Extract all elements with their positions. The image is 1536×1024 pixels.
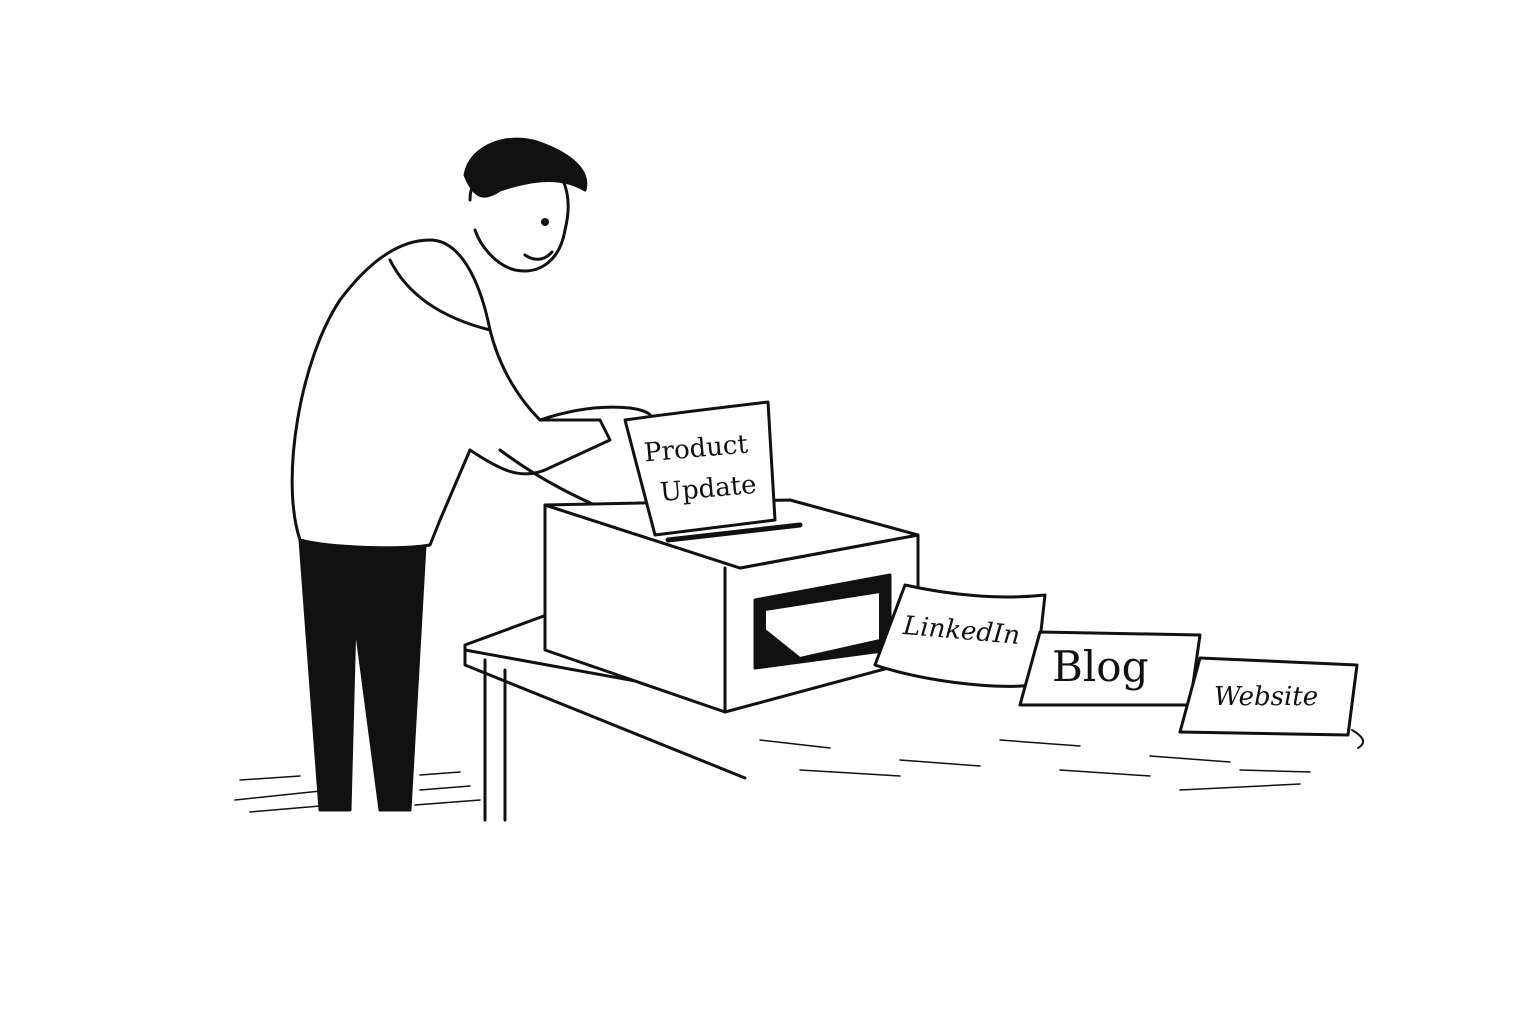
input-paper [623, 400, 777, 537]
man-figure [290, 137, 653, 812]
floor-hatching [234, 739, 1311, 813]
output-paper-website [1178, 656, 1359, 737]
machine-box [543, 498, 920, 714]
website-label: Website [1214, 682, 1319, 712]
blog-label: Blog [1052, 642, 1149, 691]
